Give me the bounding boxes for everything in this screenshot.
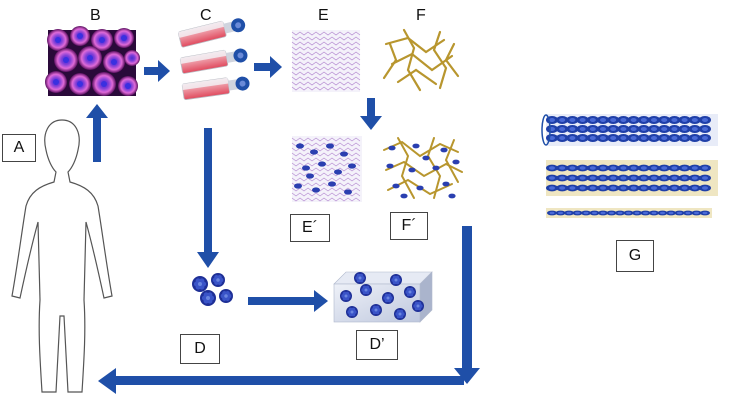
human-silhouette-icon [11, 119, 113, 393]
cell-spheroid-icon [192, 273, 233, 306]
arrow-d-to-dprime [248, 290, 328, 312]
culture-flask-stack-icon [178, 18, 250, 100]
fiber-scaffold-icon [382, 28, 460, 92]
label-c: C [200, 7, 212, 24]
arrow-c-to-e [254, 56, 282, 78]
hydrogel-block-icon [333, 271, 433, 323]
stem-cell-culture-icon [45, 26, 140, 96]
arrow-c-to-d [197, 128, 219, 268]
label-b: B [90, 7, 101, 24]
label-e-prime: E´ [290, 214, 330, 242]
process-arrows [86, 56, 480, 394]
label-e: E [318, 7, 329, 24]
label-d-prime: D’ [356, 330, 398, 360]
label-f-prime: F´ [390, 212, 428, 240]
arrow-a-to-b [86, 104, 108, 162]
label-a: A [2, 134, 36, 162]
tissue-strip-icon [541, 114, 718, 218]
scaffold-with-cells-icon [291, 136, 362, 202]
arrow-f-to-fprime [360, 98, 382, 130]
scaffold-mesh-icon [291, 30, 361, 92]
arrow-scaffolds-down [454, 226, 480, 384]
label-f: F [416, 7, 426, 24]
fiber-scaffold-with-cells-icon [383, 137, 463, 199]
label-g: G [616, 240, 654, 272]
arrow-b-to-c [144, 60, 170, 82]
arrow-return-to-patient [98, 368, 464, 394]
label-d: D [180, 334, 220, 364]
